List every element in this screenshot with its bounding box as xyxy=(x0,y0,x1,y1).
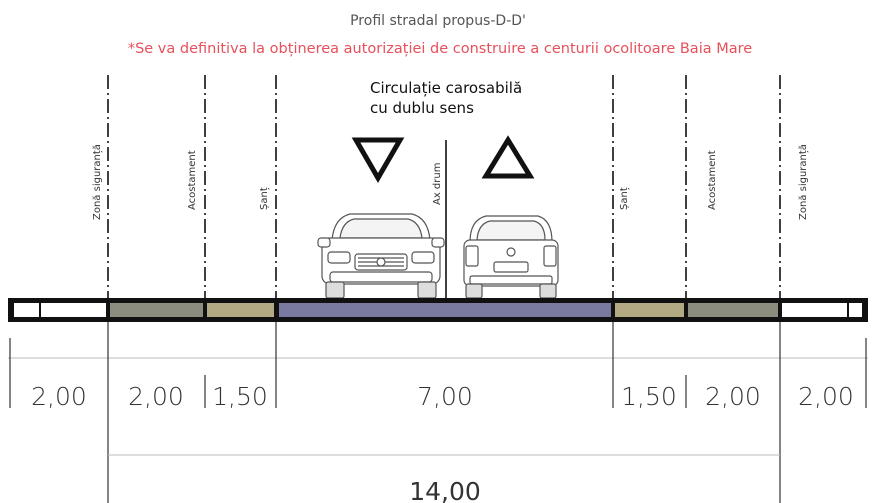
diagram-note: *Se va definitiva la obținerea autorizaț… xyxy=(128,41,752,57)
car-front-icon xyxy=(317,213,445,299)
band-ditch-left xyxy=(207,303,274,317)
traffic-label-line1: Circulație carosabilă xyxy=(370,79,522,97)
dimension-lines xyxy=(8,322,868,503)
dim-ditch-right: 1,50 xyxy=(621,382,677,411)
dim-shoulder-left: 2,00 xyxy=(128,382,184,411)
dim-safety-right: 2,00 xyxy=(798,382,854,411)
diagram-title: Profil stradal propus-D-D' xyxy=(350,13,526,29)
dim-shoulder-right: 2,00 xyxy=(705,382,761,411)
dim-safety-left: 2,00 xyxy=(31,382,87,411)
label-shoulder-right: Acostament xyxy=(707,150,718,210)
label-safety-right: Zonă siguranță xyxy=(798,144,809,220)
band-ditch-right xyxy=(615,303,684,317)
label-ditch-right: Șanț xyxy=(619,187,630,210)
label-ditch-left: Șanț xyxy=(259,187,270,210)
dim-ditch-left: 1,50 xyxy=(212,382,268,411)
label-shoulder-left: Acostament xyxy=(187,150,198,210)
band-shoulder-left xyxy=(110,303,203,317)
band-carriageway xyxy=(279,303,611,317)
traffic-label-line2: cu dublu sens xyxy=(370,99,474,117)
dim-total: 14,00 xyxy=(409,477,481,503)
label-safety-left: Zonă siguranță xyxy=(92,144,103,220)
band-shoulder-right xyxy=(688,303,778,317)
direction-up-icon xyxy=(481,135,535,179)
car-rear-icon xyxy=(463,215,559,299)
dim-carriageway: 7,00 xyxy=(417,382,473,411)
road-cross-section xyxy=(8,298,868,322)
band-safety-left xyxy=(14,303,106,317)
zone-boundary-lines xyxy=(107,75,781,300)
direction-down-icon xyxy=(351,137,405,183)
label-axis: Ax drum xyxy=(432,163,443,205)
band-safety-right xyxy=(782,303,862,317)
